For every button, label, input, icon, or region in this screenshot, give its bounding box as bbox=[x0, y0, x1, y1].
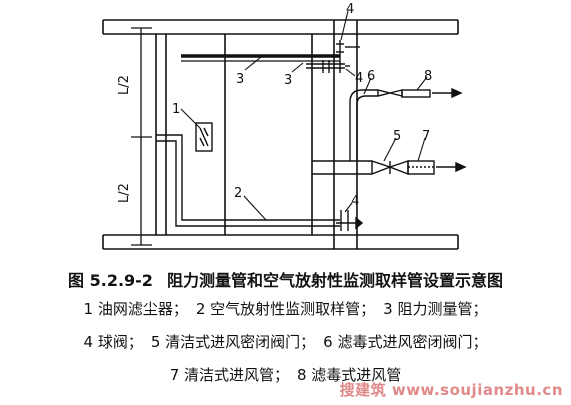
toxic-intake-pipe bbox=[401, 87, 463, 99]
resistance-pipe bbox=[181, 54, 340, 62]
callout-8: 8 bbox=[424, 69, 432, 84]
legend-item-6: 6 滤毒式进风密闭阀门； bbox=[323, 333, 488, 351]
diagram-canvas: L/2 L/2 bbox=[102, 2, 467, 250]
room-box bbox=[224, 34, 313, 235]
figure-caption-title: 图 5.2.9-2 阻力测量管和空气放射性监测取样管设置示意图 bbox=[0, 267, 571, 291]
figure-number: 图 5.2.9-2 bbox=[68, 271, 153, 290]
figure-title: 阻力测量管和空气放射性监测取样管设置示意图 bbox=[166, 271, 503, 290]
legend-item-3: 3 阻力测量管； bbox=[383, 300, 488, 318]
callout-1: 1 bbox=[172, 102, 180, 117]
legend-item-2: 2 空气放射性监测取样管； bbox=[195, 300, 376, 318]
top-wall bbox=[102, 19, 459, 35]
resistance-tap-valve bbox=[306, 60, 350, 73]
legend-line-3: 7 清洁式进风管； 8 滤毒式进风管 bbox=[0, 364, 571, 385]
legend-line-1: 1 油网滤尘器； 2 空气放射性监测取样管； 3 阻力测量管； bbox=[0, 298, 571, 319]
callout-5: 5 bbox=[393, 129, 401, 144]
callout-leaders bbox=[180, 10, 428, 221]
legend-item-1: 1 油网滤尘器； bbox=[83, 300, 188, 318]
clean-intake-pipe bbox=[407, 160, 467, 175]
legend-item-5: 5 清洁式进风密闭阀门； bbox=[150, 333, 316, 351]
sampling-pipe bbox=[156, 134, 340, 227]
callout-4b: 4 bbox=[355, 71, 363, 86]
callout-3b: 3 bbox=[284, 73, 292, 88]
callout-3a: 3 bbox=[236, 72, 244, 87]
oil-net-filter bbox=[195, 122, 213, 152]
legend-item-8: 8 滤毒式进风管 bbox=[297, 366, 402, 384]
ball-valve-bottom bbox=[336, 210, 364, 231]
dimension-line bbox=[131, 27, 152, 246]
legend-line-2: 4 球阀； 5 清洁式进风密闭阀门； 6 滤毒式进风密闭阀门； bbox=[0, 331, 571, 352]
dim-label-top: L/2 bbox=[117, 75, 132, 95]
callout-4c: 4 bbox=[351, 194, 359, 209]
dim-label-bottom: L/2 bbox=[117, 183, 132, 203]
legend-item-4: 4 球阀； bbox=[83, 333, 143, 351]
callout-6: 6 bbox=[367, 69, 375, 84]
watermark: 搜建筑 www.soujianzhu.cn bbox=[339, 381, 563, 399]
bottom-wall bbox=[102, 234, 459, 250]
callout-4a: 4 bbox=[346, 2, 354, 17]
clean-intake-valve bbox=[312, 160, 409, 176]
callout-2: 2 bbox=[234, 186, 242, 201]
legend-item-7: 7 清洁式进风管； bbox=[169, 366, 289, 384]
callout-7: 7 bbox=[422, 129, 430, 144]
